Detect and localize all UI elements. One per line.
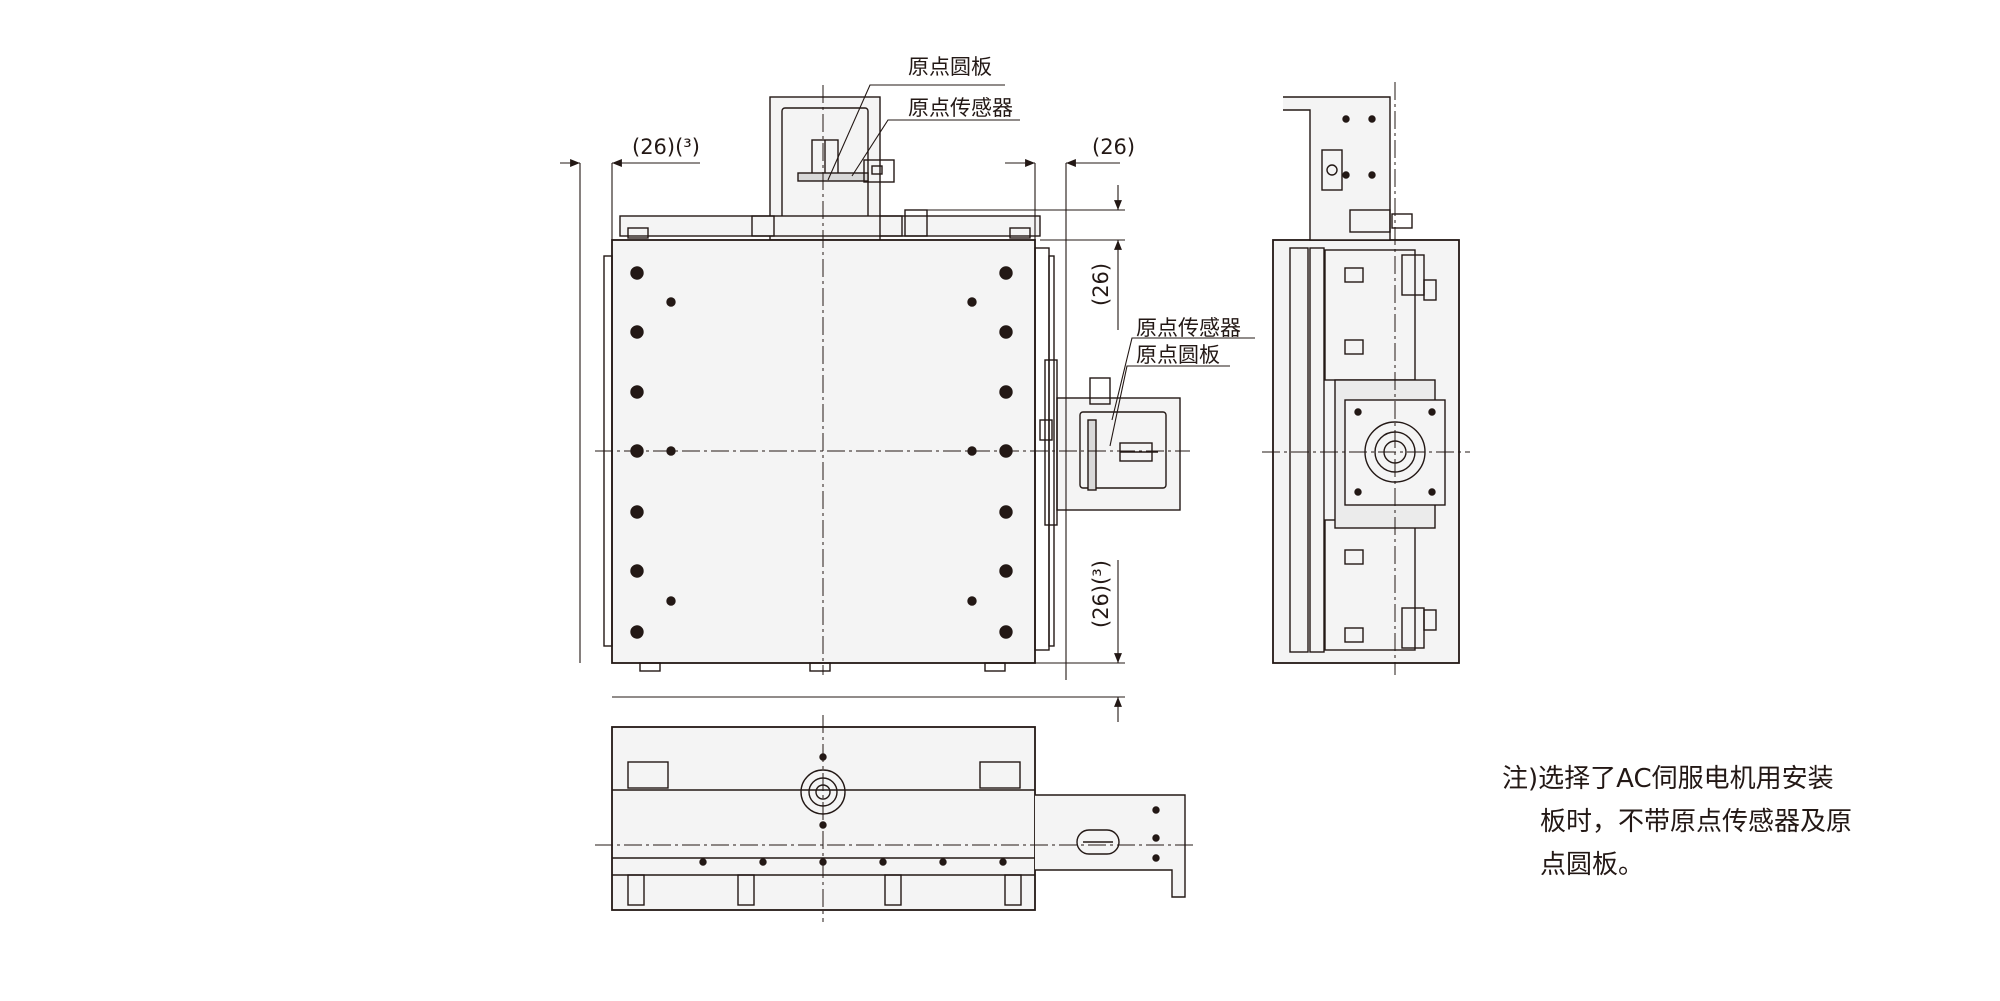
top-view <box>595 85 1190 675</box>
dimension-vertical-lower-26: (26)(³) <box>1089 560 1113 628</box>
label-origin-plate-top: 原点圆板 <box>908 55 992 79</box>
dimension-top-right-26: (26) <box>1092 135 1135 159</box>
label-origin-sensor-side: 原点传感器 <box>1136 316 1241 340</box>
dimension-left-26: (26)(³) <box>632 135 700 159</box>
dimension-lines <box>560 84 1255 722</box>
front-view <box>595 715 1195 922</box>
right-side-view <box>1262 82 1470 675</box>
side-sensor-bracket <box>1056 397 1181 511</box>
label-origin-sensor-top: 原点传感器 <box>908 96 1013 120</box>
dimension-vertical-upper-26: (26) <box>1089 263 1113 306</box>
mounting-holes <box>630 266 1013 639</box>
label-origin-plate-side: 原点圆板 <box>1136 343 1220 367</box>
note-text: 注)选择了AC伺服电机用安装 板时，不带原点传感器及原 点圆板。 <box>1502 758 1922 887</box>
note-line-1: 注)选择了AC伺服电机用安装 <box>1502 764 1834 794</box>
note-line-2: 板时，不带原点传感器及原 <box>1540 807 1853 837</box>
note-line-3: 点圆板。 <box>1540 850 1645 880</box>
